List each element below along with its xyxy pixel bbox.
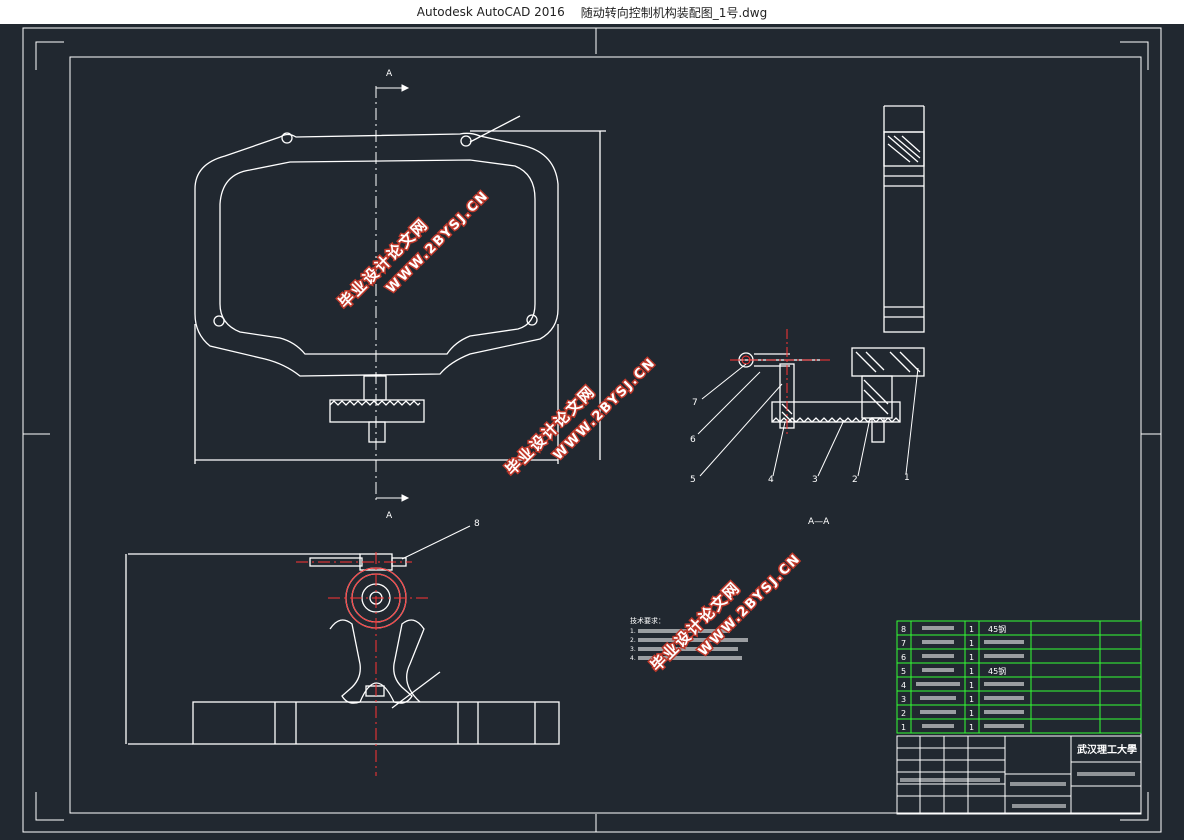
svg-text:8: 8: [474, 519, 480, 529]
svg-text:45钢: 45钢: [988, 624, 1006, 634]
svg-text:7: 7: [901, 639, 906, 648]
svg-text:1: 1: [969, 681, 974, 690]
svg-text:6: 6: [690, 435, 696, 445]
svg-text:3: 3: [812, 475, 818, 485]
svg-text:4: 4: [901, 681, 906, 690]
watermark-2: 毕业设计论文网 WWW.2BYSJ.CN: [501, 353, 661, 480]
side-view: [738, 105, 925, 443]
svg-text:1: 1: [969, 639, 974, 648]
svg-text:8: 8: [901, 625, 906, 634]
title-block: [896, 735, 1142, 815]
svg-text:1: 1: [969, 667, 974, 676]
school-name: 武汉理工大學: [1077, 743, 1137, 756]
title-bar: Autodesk AutoCAD 2016 随动转向控制机构装配图_1号.dwg: [0, 0, 1184, 24]
drawing-canvas[interactable]: A A: [0, 24, 1184, 836]
bottom-centerlines: [296, 552, 432, 776]
tech-req-bars: [638, 629, 748, 660]
svg-text:1: 1: [904, 473, 910, 483]
watermark-3: 毕业设计论文网 WWW.2BYSJ.CN: [646, 549, 806, 676]
svg-text:2: 2: [852, 475, 858, 485]
bom-name-bars: [916, 626, 1024, 728]
svg-text:3.: 3.: [630, 646, 636, 653]
svg-text:45钢: 45钢: [988, 666, 1006, 676]
tech-req-lines: 1. 2. 3. 4.: [630, 628, 636, 662]
svg-text:1.: 1.: [630, 628, 636, 635]
section-mark-top: A: [386, 69, 393, 79]
main-view-frame: [194, 115, 606, 464]
svg-text:6: 6: [901, 653, 906, 662]
svg-text:1: 1: [969, 723, 974, 732]
svg-text:2: 2: [901, 709, 906, 718]
svg-text:2.: 2.: [630, 637, 636, 644]
drawing-svg[interactable]: A A: [0, 24, 1184, 836]
svg-text:1: 1: [969, 709, 974, 718]
file-title: 随动转向控制机构装配图_1号.dwg: [580, 5, 768, 20]
section-view-label: A—A: [808, 517, 830, 527]
title-block-bars: [900, 772, 1135, 808]
svg-text:7: 7: [692, 398, 698, 408]
svg-text:3: 3: [901, 695, 906, 704]
watermark-1: 毕业设计论文网 WWW.2BYSJ.CN: [334, 186, 494, 313]
section-mark-bottom: A: [386, 511, 393, 521]
svg-text:4.: 4.: [630, 655, 636, 662]
svg-text:5: 5: [901, 667, 906, 676]
svg-text:1: 1: [969, 625, 974, 634]
bom-table: [896, 620, 1142, 734]
bottom-view: [125, 553, 560, 745]
svg-text:1: 1: [969, 653, 974, 662]
svg-text:4: 4: [768, 475, 774, 485]
svg-text:5: 5: [690, 475, 696, 485]
leader-lines: [401, 363, 919, 560]
bom-rows: 8 1 45钢 7 1 6 1 5 1 45钢 4 1 3 1 2 1 1 1: [901, 624, 1006, 732]
app-title: Autodesk AutoCAD 2016: [416, 5, 565, 19]
svg-text:1: 1: [901, 723, 906, 732]
tech-req-title: 技术要求：: [630, 616, 665, 625]
svg-text:1: 1: [969, 695, 974, 704]
sheet-border: [22, 27, 1162, 833]
part-labels: 7 6 5 4 3 2 1 8: [474, 398, 910, 529]
section-line: [375, 84, 410, 502]
